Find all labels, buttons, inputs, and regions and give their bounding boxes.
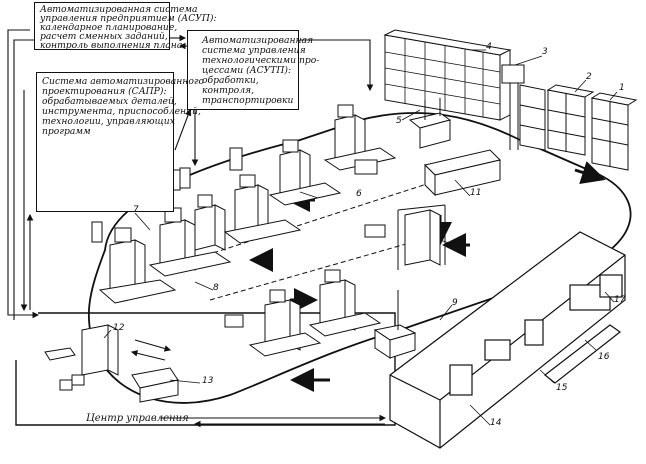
robot-5 [408, 98, 452, 149]
asutp-box: Автоматизированная система управления те… [187, 30, 319, 110]
asup-line-1: Автоматизированная система [40, 4, 198, 15]
leader-lines [103, 49, 618, 426]
sapr-line-5: технологии, управляющих [42, 116, 175, 127]
control-center-label: Центр управления [86, 413, 189, 424]
label-8: 8 [213, 283, 219, 293]
machine-upper-1 [223, 174, 302, 244]
asup-line-4: расчет сменных заданий, [40, 31, 168, 42]
label-16: 16 [598, 352, 610, 362]
label-9: 9 [452, 298, 458, 308]
machine-7c [194, 194, 226, 251]
asup-line-5: контроль выполнения плана [40, 40, 183, 51]
label-13: 13 [202, 376, 214, 386]
sapr-box: Система автоматизированного проектирован… [36, 72, 204, 212]
machine-9 [373, 290, 417, 359]
asutp-line-7: транспортировки [202, 95, 294, 106]
sapr-line-2: проектирования (САПР): [42, 86, 167, 97]
asutp-line-5: обработки, [202, 75, 259, 86]
label-15: 15 [556, 383, 568, 393]
machine-upper-2 [268, 139, 342, 206]
asup-line-2: управления предприятием (АСУП): [40, 13, 217, 24]
sapr-line-6: программ [42, 126, 91, 137]
label-5: 5 [396, 116, 402, 126]
storage-racks [383, 29, 638, 171]
label-1: 1 [619, 83, 625, 93]
label-17: 17 [614, 295, 626, 305]
asutp-line-1: Автоматизированная [202, 35, 314, 46]
machine-lower-1 [248, 289, 322, 357]
pallets [91, 147, 386, 328]
machine-upper-3 [323, 104, 397, 171]
label-7: 7 [133, 205, 139, 215]
sapr-line-4: инструмента, приспособлений, [42, 106, 201, 117]
control-center-equipment [44, 324, 179, 403]
asutp-line-4: цессами (АСУТП): [202, 65, 292, 76]
machine-10 [397, 204, 446, 270]
machine-7b [148, 207, 232, 277]
label-6: 6 [356, 189, 362, 199]
asutp-line-6: контроля, [202, 85, 255, 96]
machine-tools [91, 98, 501, 359]
asutp-line-3: технологическими про- [202, 55, 320, 66]
label-10: 10 [455, 238, 467, 248]
sapr-line-1: Система автоматизированного [42, 76, 205, 87]
asup-line-3: календарное планирование, [40, 22, 178, 33]
asutp-line-2: система управления [202, 45, 306, 56]
sapr-line-3: обрабатываемых деталей, [42, 96, 177, 107]
label-11: 11 [470, 188, 482, 198]
machine-7a [98, 227, 177, 304]
machine-lower-2 [308, 269, 382, 337]
washer-11 [424, 149, 501, 197]
label-2: 2 [586, 72, 592, 82]
label-4: 4 [486, 42, 492, 52]
label-14: 14 [490, 418, 502, 428]
label-3: 3 [542, 47, 548, 57]
label-12: 12 [113, 323, 125, 333]
inspection-hall [389, 231, 626, 449]
asup-box: Автоматизированная система управления пр… [34, 2, 217, 51]
